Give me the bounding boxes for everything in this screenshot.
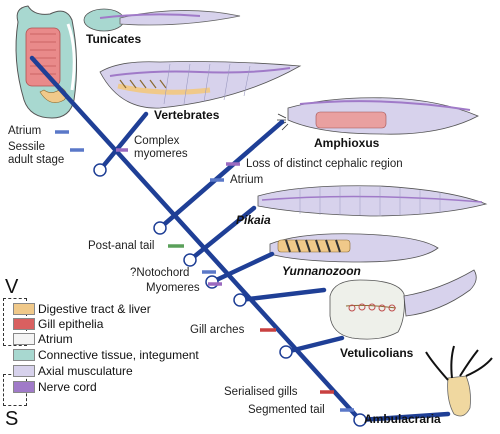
character-gill-arches: Gill arches: [190, 324, 245, 336]
tree-nodes: [93, 163, 367, 427]
tunicate-larva-illustration: [83, 8, 241, 32]
character-bars: [55, 130, 354, 412]
character-complex-myomeres: Complex myomeres: [134, 135, 188, 160]
taxon-amphioxus: Amphioxus: [314, 136, 380, 150]
character-serialised-gills: Serialised gills: [224, 386, 298, 398]
ambulacraria-illustration: [425, 345, 493, 417]
legend-letter-v: V: [5, 276, 19, 298]
character-sessile-adult-stage: Sessile adult stage: [8, 141, 65, 166]
pikaia-illustration: [257, 185, 488, 217]
legend-letter-s: S: [5, 408, 19, 430]
legend-swatch-digestive-tract: [13, 303, 35, 315]
yunnanozoon-illustration: [269, 233, 439, 263]
legend-swatch-atrium: [13, 333, 35, 345]
legend-swatch-axial-musculature: [13, 365, 35, 377]
vertebrate-illustration: [99, 61, 302, 109]
taxon-vertebrates: Vertebrates: [154, 108, 220, 122]
legend-swatch-gill-epithelia: [13, 318, 35, 330]
amphioxus-illustration: [277, 97, 479, 135]
taxon-ambulacraria: Ambulacraria: [364, 412, 441, 426]
character-segmented-tail: Segmented tail: [248, 404, 325, 416]
tunicate-adult-illustration: [15, 5, 78, 119]
character-myomeres: Myomeres: [146, 282, 200, 294]
legend-swatch-connective-tissue: [13, 349, 35, 361]
legend: V S Digestive tract & liver Gill epithel…: [3, 276, 199, 430]
tree-branches: [29, 55, 451, 423]
legend-swatch-nerve-cord: [13, 381, 35, 393]
taxon-yunnanozoon: Yunnanozoon: [282, 264, 361, 278]
character-atrium-amphioxus: Atrium: [230, 174, 264, 186]
character-loss-cephalic-region: Loss of distinct cephalic region: [246, 158, 403, 170]
vetulicolian-illustration: [329, 269, 477, 340]
character-atrium-tunicates: Atrium: [8, 125, 42, 137]
taxon-tunicates: Tunicates: [86, 32, 142, 46]
taxon-pikaia: Pikaia: [236, 213, 271, 227]
character-notochord: ?Notochord: [130, 267, 190, 279]
character-post-anal-tail: Post-anal tail: [88, 240, 155, 252]
taxon-vetulicolians: Vetulicolians: [340, 346, 414, 360]
